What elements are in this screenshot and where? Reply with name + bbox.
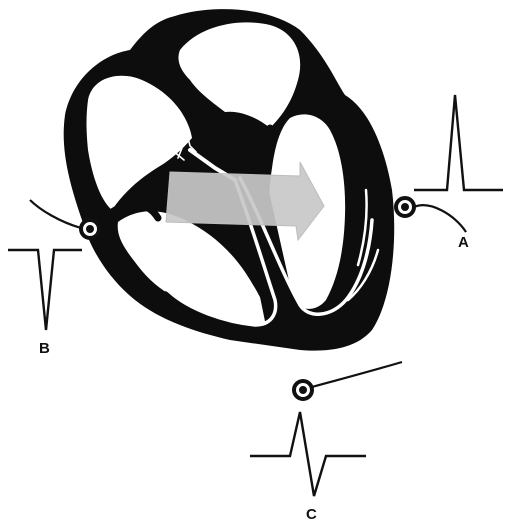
lead-b-label: B [39,340,50,357]
lead-c [250,362,402,496]
electrode-c-core [299,386,307,394]
electrode-c-wire [312,362,402,387]
ecg-trace-a [414,95,503,190]
lead-b [8,200,99,330]
electrode-b-wire [30,200,81,228]
electrode-b-core [86,225,94,233]
lead-a [396,95,503,232]
electrode-a-core [401,203,409,211]
lead-c-label: C [306,506,317,523]
ecg-trace-c [250,412,366,496]
lead-a-label: A [458,234,469,251]
ecg-trace-b [8,250,82,330]
heart [64,9,395,350]
electrode-a-wire [414,205,466,232]
